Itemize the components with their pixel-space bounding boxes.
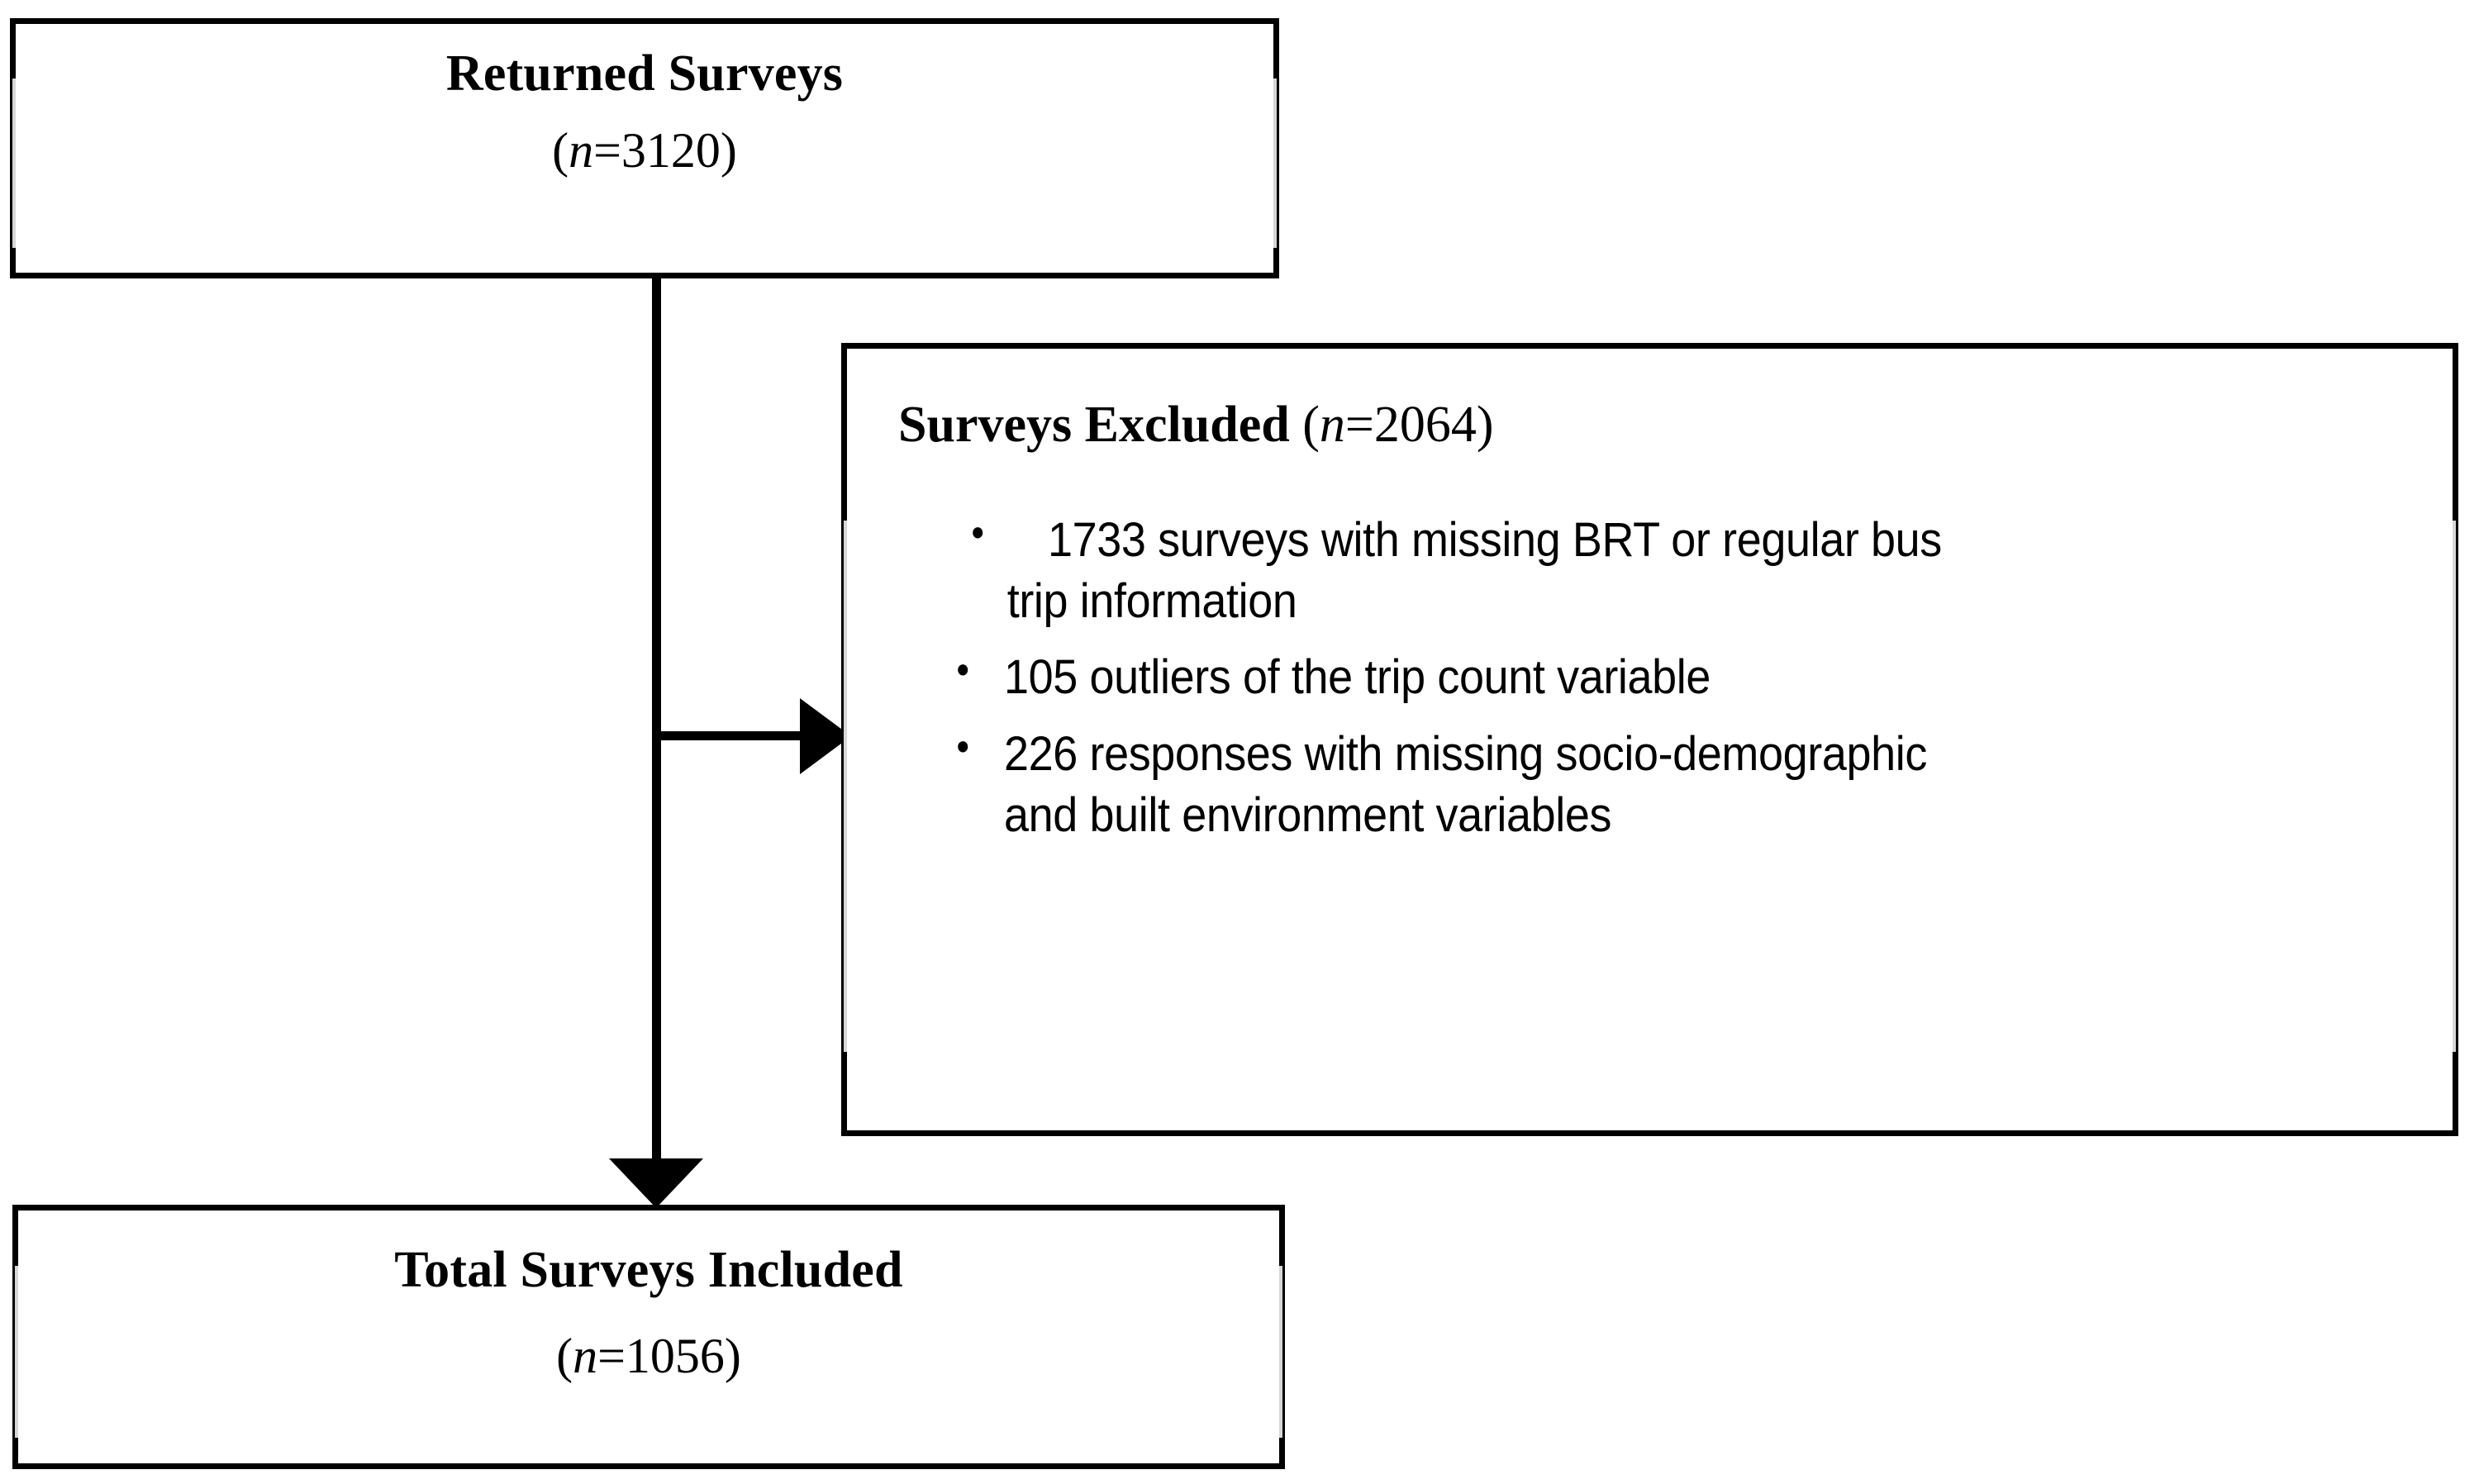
list-item-line-1: 1733 surveys with missing BRT or regular… <box>1048 513 1942 567</box>
list-item-line-2: and built environment variables <box>1004 787 1612 842</box>
list-item-text: 1733 surveys with missing BRT or regular… <box>1007 510 2339 632</box>
box-inner-edge-right <box>1273 78 1277 248</box>
box-inner-edge-left <box>12 78 16 248</box>
surveys-excluded-heading: Surveys Excluded (n=2064) <box>898 397 1494 453</box>
included-count-symbol: n <box>573 1329 598 1383</box>
returned-surveys-title: Returned Surveys <box>445 45 844 102</box>
included-count-value: =1056) <box>597 1329 741 1383</box>
arrowhead-down-icon <box>609 1158 703 1208</box>
box-surveys-excluded: Surveys Excluded (n=2064) • 1733 surveys… <box>841 343 2458 1136</box>
list-item: • 1733 surveys with missing BRT or regul… <box>953 510 2436 632</box>
list-item: • 226 responses with missing socio-demog… <box>953 724 2436 846</box>
returned-count-prefix: ( <box>552 123 569 178</box>
list-item-text: 226 responses with missing socio-demogra… <box>1004 724 2336 846</box>
returned-count-value: =3120) <box>593 123 737 178</box>
total-surveys-included-title: Total Surveys Included <box>394 1242 903 1298</box>
box-inner-edge-right <box>1279 1266 1282 1439</box>
box-inner-edge-right <box>2453 521 2456 1053</box>
returned-surveys-count: (n=3120) <box>16 125 1273 177</box>
box-inner-edge-left <box>15 1266 18 1439</box>
total-surveys-included-count: (n=1056) <box>18 1330 1279 1382</box>
list-item: • 105 outliers of the trip count variabl… <box>953 647 2436 708</box>
connector-horizontal-branch <box>652 731 802 740</box>
excluded-reasons-list: • 1733 surveys with missing BRT or regul… <box>953 510 2436 861</box>
surveys-excluded-count-value: =2064) <box>1344 397 1494 453</box>
box-returned-surveys: Returned Surveys (n=3120) <box>10 18 1279 278</box>
included-count-prefix: ( <box>556 1329 573 1383</box>
box-total-surveys-included: Total Surveys Included (n=1056) <box>12 1205 1285 1469</box>
bullet-icon: • <box>953 725 973 770</box>
list-item-text: 105 outliers of the trip count variable <box>1004 647 2336 708</box>
bullet-icon: • <box>953 649 973 694</box>
bullet-icon: • <box>968 511 988 556</box>
box-inner-edge-left <box>844 521 847 1053</box>
returned-count-symbol: n <box>569 123 594 178</box>
list-item-line-1: 226 responses with missing socio-demogra… <box>1004 726 1927 781</box>
surveys-excluded-heading-label: Surveys Excluded <box>898 397 1303 453</box>
list-item-line-2: trip information <box>1006 574 1297 629</box>
connector-vertical-line <box>652 278 661 1161</box>
surveys-excluded-count-symbol: n <box>1319 397 1345 453</box>
surveys-excluded-count-prefix: ( <box>1302 397 1320 453</box>
list-item-line-1: 105 outliers of the trip count variable <box>1004 650 1711 705</box>
